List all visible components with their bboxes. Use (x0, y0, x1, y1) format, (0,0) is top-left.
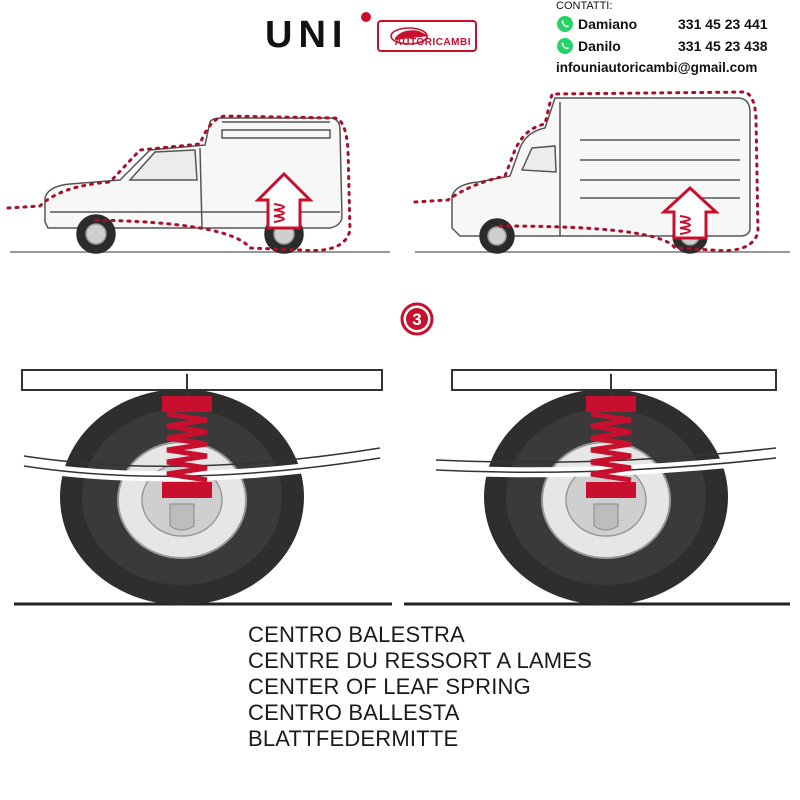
contacts-label: CONTATTI: (556, 0, 613, 12)
caption-line-de: BLATTFEDERMITTE (248, 726, 459, 751)
leaf-spring-diagram (14, 369, 790, 606)
contact-email[interactable]: infouniautoricambi@gmail.com (556, 60, 758, 75)
caption-line-fr: CENTRE DU RESSORT A LAMES (248, 648, 593, 673)
vehicles-diagram (6, 90, 790, 254)
contact-row-danilo[interactable]: Danilo 331 45 23 438 (556, 36, 768, 56)
coil-spring-icon (590, 411, 632, 483)
step-number: 3 (412, 310, 421, 329)
left-wheel (23, 374, 381, 605)
lift-arrow-icon (254, 171, 314, 230)
contact-name: Damiano (578, 16, 638, 32)
coil-spring-icon (166, 411, 208, 483)
brand-logo: UNI AUTORICAMBI (265, 12, 480, 56)
right-wheel (435, 374, 777, 605)
contact-name: Danilo (578, 38, 621, 54)
contact-phone: 331 45 23 438 (678, 38, 768, 54)
logo-dot (361, 12, 371, 22)
car-logo-icon (390, 27, 429, 45)
caption-line-en: CENTER OF LEAF SPRING (248, 674, 531, 699)
lift-arrow-icon (660, 185, 720, 240)
logo-text: UNI (265, 14, 349, 56)
contact-row-damiano[interactable]: Damiano 331 45 23 441 (556, 14, 768, 34)
whatsapp-icon (557, 16, 573, 32)
contact-phone: 331 45 23 441 (678, 16, 768, 32)
caption-line-es: CENTRO BALLESTA (248, 700, 460, 725)
caption-line-it: CENTRO BALESTRA (248, 622, 465, 647)
logo-badge: AUTORICAMBI (377, 20, 477, 52)
logo-subtext: AUTORICAMBI (394, 37, 471, 48)
step-number-badge: 3 (400, 302, 434, 336)
whatsapp-icon (557, 38, 573, 54)
caption-block: CENTRO BALESTRA CENTRE DU RESSORT A LAME… (248, 622, 592, 752)
